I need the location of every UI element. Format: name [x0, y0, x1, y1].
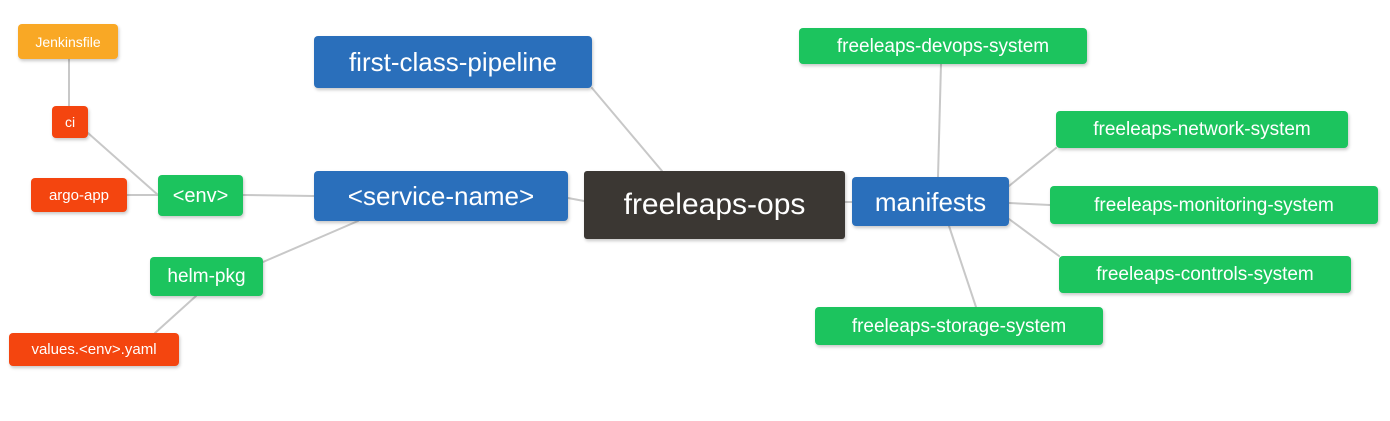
node-ci[interactable]: ci	[52, 106, 88, 138]
node-helm-pkg[interactable]: helm-pkg	[150, 257, 263, 296]
edge-values-yaml-to-helm-pkg	[154, 295, 197, 334]
edge-manifests-to-monitoring-system	[1008, 202, 1051, 206]
node-argo-app[interactable]: argo-app	[31, 178, 127, 212]
node-devops-system[interactable]: freeleaps-devops-system	[799, 28, 1087, 64]
node-first-class-pipeline[interactable]: first-class-pipeline	[314, 36, 592, 88]
edge-helm-pkg-to-service-name	[262, 220, 359, 263]
edge-manifests-to-network-system	[1008, 147, 1057, 187]
node-manifests[interactable]: manifests	[852, 177, 1009, 226]
node-env[interactable]: <env>	[158, 175, 243, 216]
edge-manifests-to-devops-system	[937, 63, 942, 178]
edge-env-to-service-name	[242, 194, 315, 197]
node-controls-system[interactable]: freeleaps-controls-system	[1059, 256, 1351, 293]
edge-service-name-to-freeleaps-ops	[567, 197, 585, 202]
node-freeleaps-ops[interactable]: freeleaps-ops	[584, 171, 845, 239]
node-jenkinsfile[interactable]: Jenkinsfile	[18, 24, 118, 59]
node-service-name[interactable]: <service-name>	[314, 171, 568, 221]
node-storage-system[interactable]: freeleaps-storage-system	[815, 307, 1103, 345]
edge-manifests-to-controls-system	[1008, 218, 1060, 257]
edge-manifests-to-storage-system	[948, 225, 977, 308]
node-values-yaml[interactable]: values.<env>.yaml	[9, 333, 179, 366]
node-monitoring-system[interactable]: freeleaps-monitoring-system	[1050, 186, 1378, 224]
edge-first-class-pipeline-to-freeleaps-ops	[591, 87, 663, 172]
node-network-system[interactable]: freeleaps-network-system	[1056, 111, 1348, 148]
